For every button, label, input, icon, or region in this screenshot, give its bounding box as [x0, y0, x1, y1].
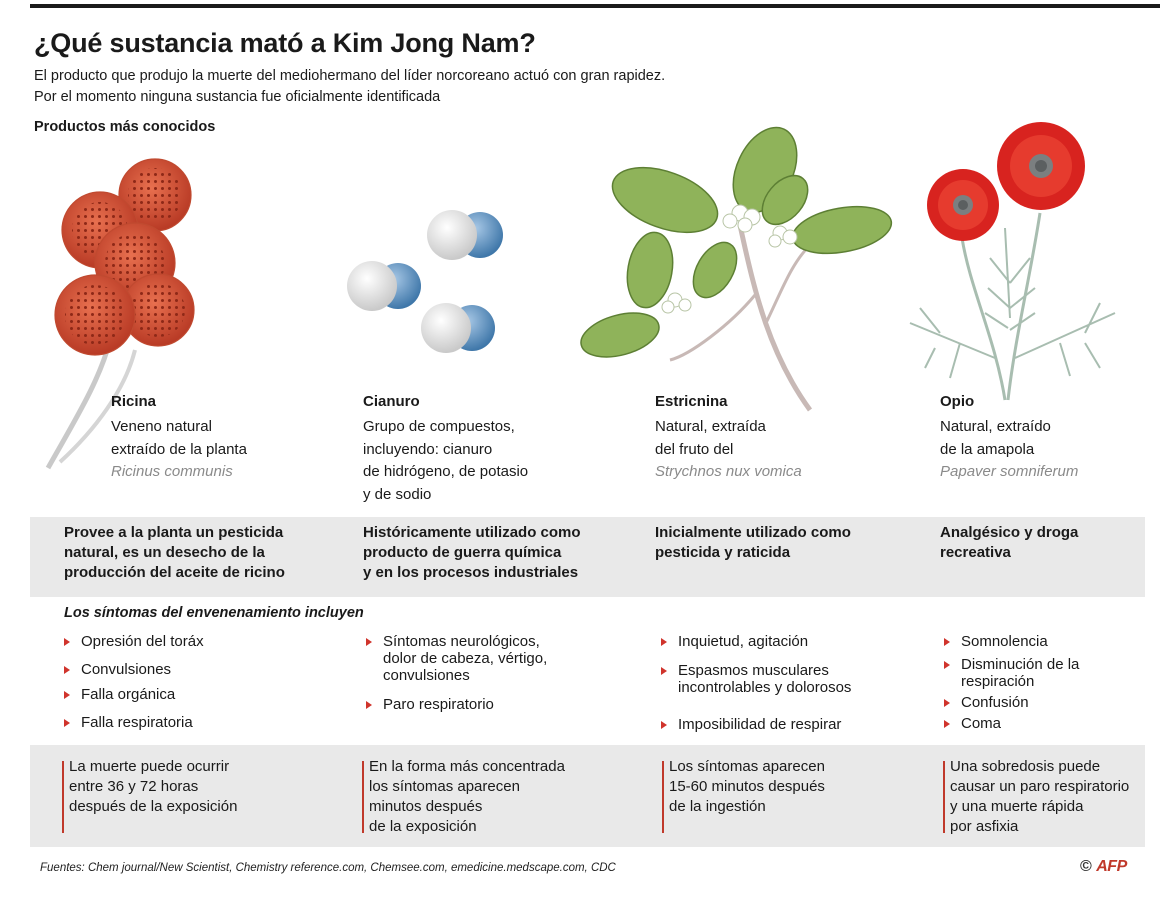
death-line: entre 36 y 72 horas	[69, 778, 199, 795]
death-line: Una sobredosis puede	[950, 758, 1101, 775]
substance-description: Grupo de compuestos, incluyendo: cianuro…	[363, 416, 528, 506]
death-line: por asfixia	[950, 818, 1019, 835]
usage-opio: Analgésico y droga recreativa	[940, 523, 1078, 563]
description-line: Natural, extraído	[940, 418, 1051, 435]
scientific-name: Ricinus communis	[111, 463, 233, 480]
substance-name: Opio	[940, 393, 975, 410]
accent-divider	[662, 761, 664, 833]
symptoms-list-ricina: Opresión del toráx Convulsiones Falla or…	[62, 633, 204, 731]
substance-name: Cianuro	[363, 393, 420, 410]
usage-estricnina: Inicialmente utilizado como pesticida y …	[655, 523, 851, 563]
usage-band	[30, 517, 1145, 597]
death-line: los síntomas aparecen	[369, 778, 520, 795]
death-line: La muerte puede ocurrir	[69, 758, 230, 775]
usage-line: producto de guerra química	[363, 544, 562, 561]
substance-description: Natural, extraída del fruto del Strychno…	[655, 416, 802, 484]
accent-divider	[943, 761, 945, 833]
description-line: incluyendo: cianuro	[363, 440, 493, 458]
top-rule	[30, 4, 1160, 8]
substance-cianuro: Cianuro Grupo de compuestos, incluyendo:…	[363, 393, 528, 506]
description-line: Natural, extraída	[655, 418, 766, 435]
cyanide-molecules-illustration	[347, 210, 503, 353]
usage-line: natural, es un desecho de la	[64, 544, 265, 561]
strychnos-branch-illustration	[580, 126, 893, 412]
list-item: Somnolencia	[942, 633, 1117, 650]
death-line: causar un paro respiratorio	[950, 778, 1130, 795]
death-line: de la ingestión	[669, 798, 766, 815]
description-line: de la amapola	[940, 440, 1035, 458]
list-item: Falla respiratoria	[62, 714, 204, 731]
sources-footer: Fuentes: Chem journal/New Scientist, Che…	[40, 862, 616, 874]
death-line: 15-60 minutos después	[669, 778, 825, 795]
symptoms-heading: Los síntomas del envenenamiento incluyen	[64, 605, 364, 621]
usage-line: Históricamente utilizado como	[363, 524, 581, 541]
copyright-symbol: ©	[1080, 858, 1092, 875]
description-line: extraído de la planta	[111, 440, 247, 458]
poppy-flowers-illustration	[909, 122, 1116, 401]
list-item: Coma	[942, 715, 1117, 732]
death-band	[30, 745, 1145, 847]
usage-ricina: Provee a la planta un pesticida natural,…	[64, 523, 285, 583]
death-ricina: La muerte puede ocurrir entre 36 y 72 ho…	[62, 757, 237, 817]
section-label: Productos más conocidos	[34, 119, 216, 135]
death-cianuro: En la forma más concentrada los síntomas…	[362, 757, 565, 837]
list-item: Falla orgánica	[62, 686, 204, 703]
list-item: Confusión	[942, 694, 1117, 711]
accent-divider	[62, 761, 64, 833]
symptoms-list-cianuro: Síntomas neurológicos, dolor de cabeza, …	[364, 633, 564, 713]
scientific-name: Strychnos nux vomica	[655, 463, 802, 480]
substance-estricnina: Estricnina Natural, extraída del fruto d…	[655, 393, 802, 484]
logo-text: AFP	[1096, 858, 1127, 875]
usage-cianuro: Históricamente utilizado como producto d…	[363, 523, 581, 583]
substance-opio: Opio Natural, extraído de la amapola Pap…	[940, 393, 1078, 484]
page-title: ¿Qué sustancia mató a Kim Jong Nam?	[34, 28, 536, 58]
list-item: Imposibilidad de respirar	[659, 716, 889, 733]
ricinus-fruit-illustration	[45, 158, 195, 470]
death-line: En la forma más concentrada	[369, 758, 565, 775]
subtitle-line-1: El producto que produjo la muerte del me…	[34, 68, 666, 84]
list-item: Opresión del toráx	[62, 633, 204, 650]
list-item: Síntomas neurológicos, dolor de cabeza, …	[364, 633, 564, 684]
list-item: Paro respiratorio	[364, 696, 564, 713]
subtitle-line-2: Por el momento ninguna sustancia fue ofi…	[34, 89, 441, 105]
usage-line: y en los procesos industriales	[363, 564, 579, 581]
symptoms-list-estricnina: Inquietud, agitación Espasmos musculares…	[659, 633, 889, 733]
usage-line: pesticida y raticida	[655, 544, 791, 561]
usage-line: Inicialmente utilizado como	[655, 524, 851, 541]
death-estricnina: Los síntomas aparecen 15-60 minutos desp…	[662, 757, 825, 817]
substance-name: Estricnina	[655, 393, 728, 410]
death-opio: Una sobredosis puede causar un paro resp…	[943, 757, 1129, 837]
symptoms-list-opio: Somnolencia Disminución de la respiració…	[942, 633, 1117, 732]
death-line: minutos después	[369, 798, 483, 815]
accent-divider	[362, 761, 364, 833]
scientific-name: Papaver somniferum	[940, 463, 1079, 480]
usage-line: recreativa	[940, 544, 1011, 561]
description-line: de hidrógeno, de potasio	[363, 463, 529, 480]
death-line: después de la exposición	[69, 798, 238, 815]
list-item: Espasmos musculares incontrolables y dol…	[659, 662, 889, 696]
death-line: Los síntomas aparecen	[669, 758, 825, 775]
list-item: Convulsiones	[62, 661, 204, 678]
description-line: Grupo de compuestos,	[363, 418, 515, 435]
substance-ricina: Ricina Veneno natural extraído de la pla…	[111, 393, 247, 484]
substance-name: Ricina	[111, 393, 157, 410]
list-item: Inquietud, agitación	[659, 633, 889, 650]
usage-line: Provee a la planta un pesticida	[64, 524, 284, 541]
list-item: Disminución de la respiración	[942, 656, 1117, 690]
usage-line: producción del aceite de ricino	[64, 564, 285, 581]
death-line: de la exposición	[369, 818, 477, 835]
substance-description: Natural, extraído de la amapola Papaver …	[940, 416, 1078, 484]
description-line: y de sodio	[363, 485, 432, 503]
description-line: del fruto del	[655, 440, 734, 458]
afp-logo: © AFP	[1080, 858, 1127, 876]
description-line: Veneno natural	[111, 418, 212, 435]
usage-line: Analgésico y droga	[940, 524, 1079, 541]
substance-description: Veneno natural extraído de la planta Ric…	[111, 416, 247, 484]
subtitle: El producto que produjo la muerte del me…	[34, 66, 1034, 108]
death-line: y una muerte rápida	[950, 798, 1084, 815]
